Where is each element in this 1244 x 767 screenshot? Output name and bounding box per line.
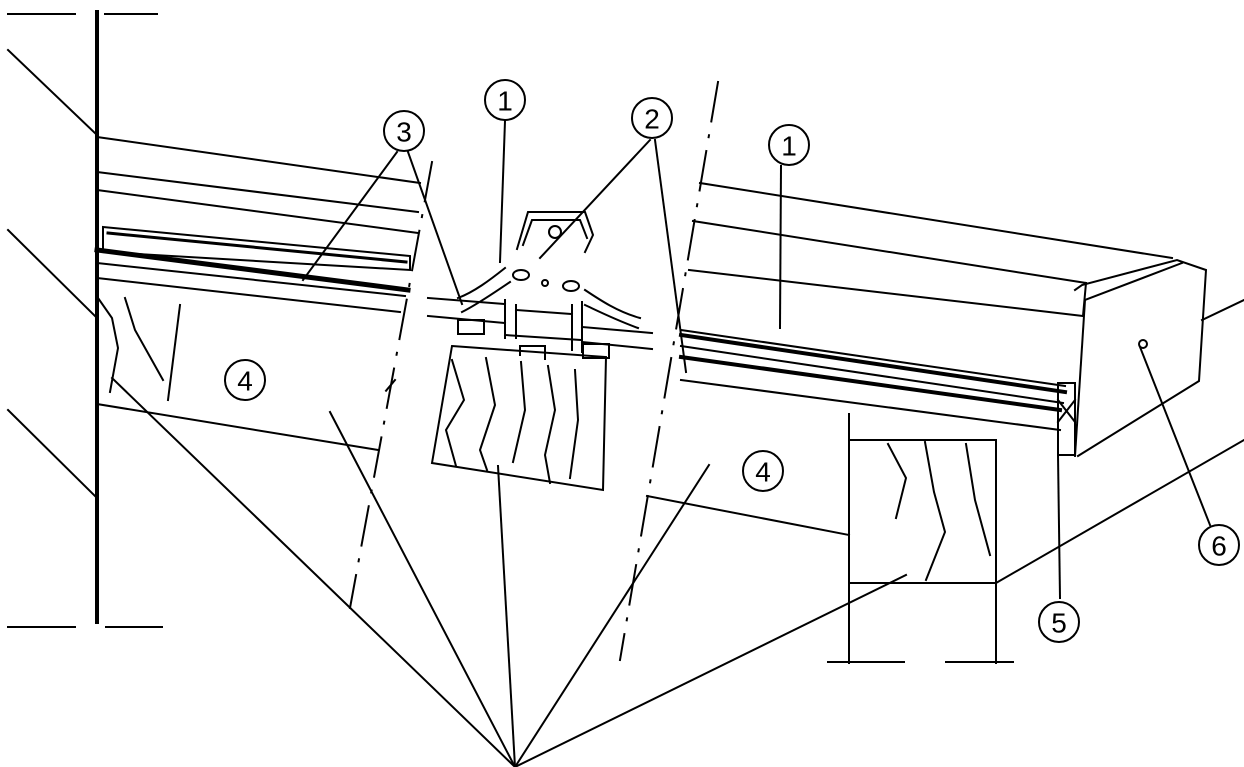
right-support-post: [827, 298, 1244, 664]
left-polycarbonate-panel: [94, 135, 422, 314]
callout-5: 5: [1038, 601, 1080, 643]
central-rafter: [430, 344, 608, 492]
callout-4-right: 4: [742, 450, 784, 492]
right-polycarbonate-panel: [645, 181, 1208, 537]
svg-text:5: 5: [1051, 608, 1067, 639]
svg-text:6: 6: [1211, 531, 1227, 562]
callout-1-center: 1: [484, 79, 526, 121]
wall: [6, 10, 163, 628]
svg-text:1: 1: [781, 131, 797, 162]
svg-text:4: 4: [237, 366, 253, 397]
svg-text:2: 2: [644, 104, 660, 135]
callout-6: 6: [1198, 524, 1240, 566]
leader-lines: [301, 119, 1212, 600]
break-lines: [348, 80, 720, 662]
callout-2: 2: [631, 97, 673, 139]
svg-text:4: 4: [755, 457, 771, 488]
svg-text:1: 1: [497, 86, 513, 117]
svg-text:3: 3: [396, 117, 412, 148]
perspective-lines: [110, 376, 908, 767]
aluminium-glazing-profile: [426, 211, 654, 360]
callout-3: 3: [383, 110, 425, 152]
callout-4-left: 4: [224, 359, 266, 401]
callout-1-right: 1: [768, 124, 810, 166]
left-timber-beam: [95, 296, 397, 452]
